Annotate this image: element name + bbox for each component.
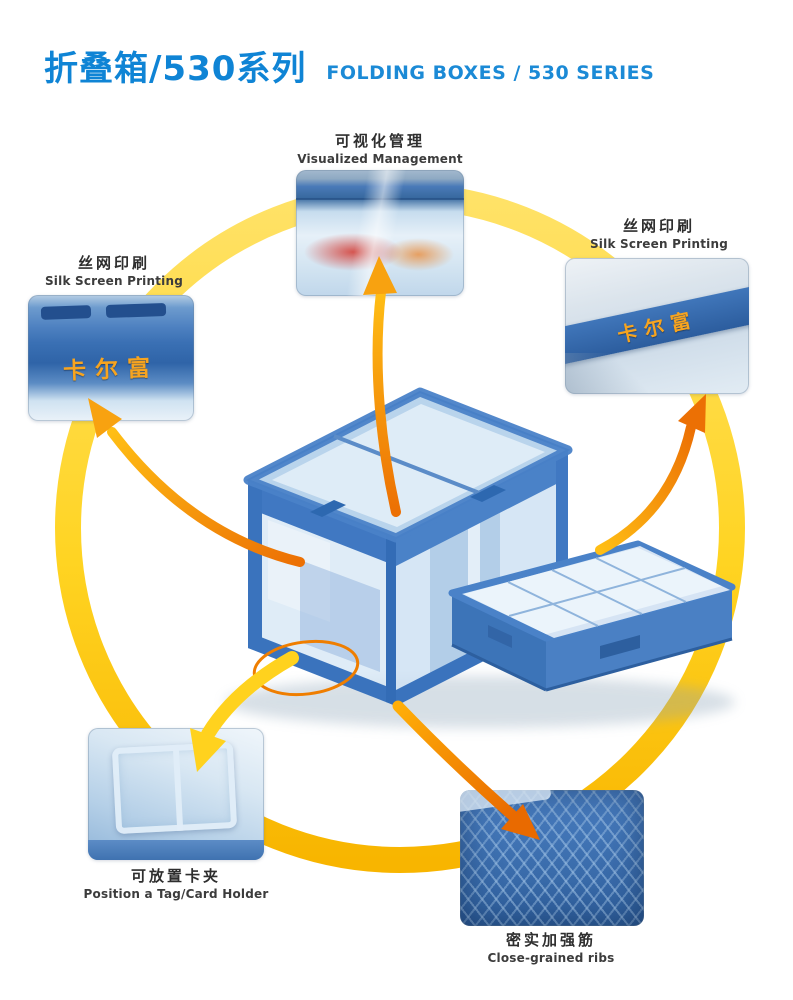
shadow-corner xyxy=(565,353,648,394)
callout-image-silk-right: 卡尔富 xyxy=(565,258,749,394)
callout-label-silk-left: 丝网印刷 Silk Screen Printing xyxy=(4,253,224,290)
card-holder-divider xyxy=(172,744,184,832)
callout-label-silk-right: 丝网印刷 Silk Screen Printing xyxy=(549,216,769,253)
label-zh: 可放置卡夹 xyxy=(130,867,221,885)
page-header: 折叠箱/530系列 FOLDING BOXES / 530 SERIES xyxy=(44,52,654,86)
box-slot xyxy=(41,305,92,320)
callout-label-visualized: 可视化管理 Visualized Management xyxy=(270,131,490,168)
label-zh: 丝网印刷 xyxy=(77,254,150,272)
callout-label-ribs: 密实加强筋 Close-grained ribs xyxy=(441,930,661,967)
callout-image-silk-left: 卡尔富 xyxy=(28,295,194,421)
label-en: Position a Tag/Card Holder xyxy=(83,887,269,902)
label-zh: 可视化管理 xyxy=(334,132,425,150)
label-zh: 密实加强筋 xyxy=(505,931,596,949)
card-holder-frame xyxy=(112,742,238,835)
label-zh: 丝网印刷 xyxy=(622,217,695,235)
page-title-en: FOLDING BOXES / 530 SERIES xyxy=(326,62,655,85)
callout-label-card-holder: 可放置卡夹 Position a Tag/Card Holder xyxy=(66,866,286,903)
page-title-zh: 折叠箱/530系列 xyxy=(44,49,307,89)
label-en: Silk Screen Printing xyxy=(44,274,184,289)
glare-streak xyxy=(296,170,464,296)
callout-image-visualized xyxy=(296,170,464,296)
callout-image-ribs xyxy=(460,790,644,926)
callout-image-card-holder xyxy=(88,728,264,860)
label-en: Visualized Management xyxy=(297,152,463,167)
brand-print-text: 卡尔富 xyxy=(62,355,160,386)
light-edge xyxy=(460,790,552,814)
label-en: Silk Screen Printing xyxy=(589,237,729,252)
product-photo xyxy=(225,387,736,728)
label-en: Close-grained ribs xyxy=(487,951,615,966)
brand-print-text: 卡尔富 xyxy=(615,306,700,347)
folded-box xyxy=(448,540,736,692)
box-edge xyxy=(88,840,264,860)
box-slot xyxy=(105,302,166,318)
